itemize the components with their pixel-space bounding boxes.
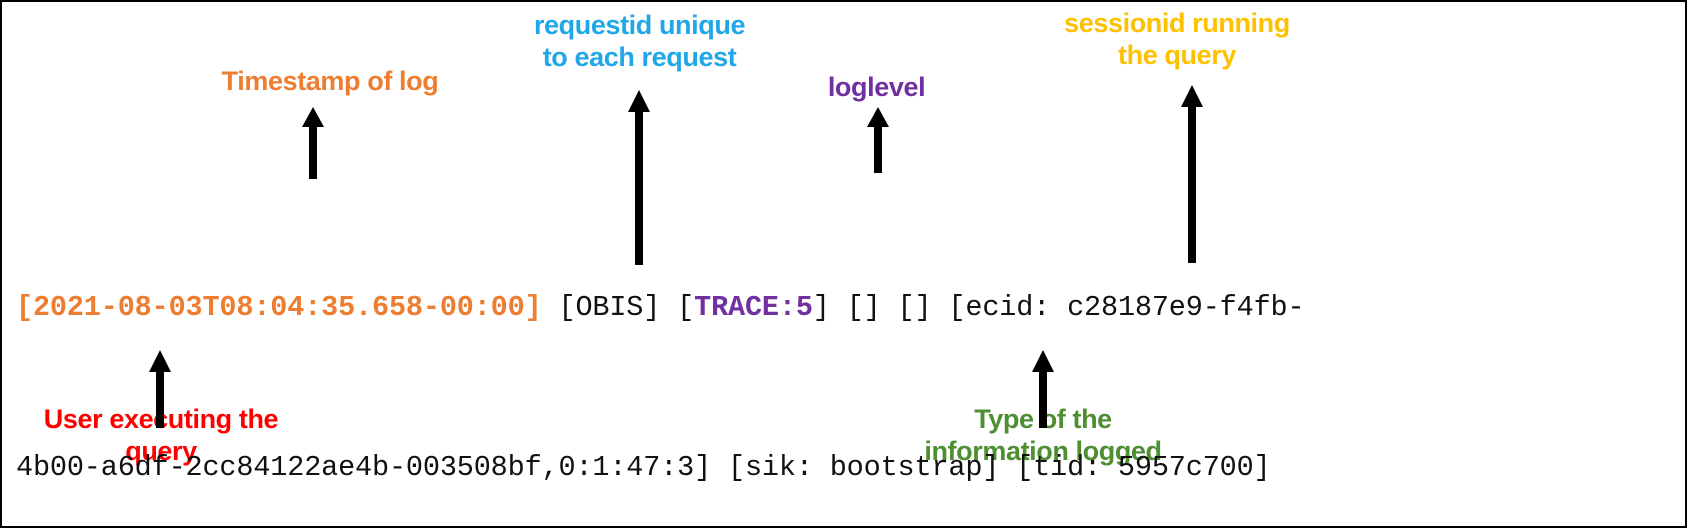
log-field-ecid-continued: 4b00-a6df-2cc84122ae4b-003508bf,0:1:47:3…: [16, 451, 1271, 484]
callout-label-loglevel: loglevel: [827, 72, 926, 102]
callout-label-username: User executing the query: [43, 404, 279, 466]
log-line1-mid: [OBIS] [: [541, 291, 695, 324]
callout-label-sessionid: sessionid running the query: [1064, 8, 1290, 70]
arrow-requestid-icon: [626, 90, 652, 265]
log-line1-tail: ] [] [] [ecid: c28187e9-f4fb-: [812, 291, 1305, 324]
log-line-2: 4b00-a6df-2cc84122ae4b-003508bf,0:1:47:3…: [16, 448, 1676, 488]
callout-label-logtype: Type of the information logged: [924, 404, 1162, 466]
arrow-logtype-icon: [1030, 350, 1056, 428]
arrow-loglevel-icon: [865, 107, 891, 173]
callout-label-timestamp: Timestamp of log: [221, 66, 439, 96]
log-field-loglevel: TRACE:5: [694, 291, 813, 324]
log-text-block: [2021-08-03T08:04:35.658-00:00] [OBIS] […: [16, 168, 1676, 526]
log-field-timestamp: [2021-08-03T08:04:35.658-00:00]: [16, 291, 542, 324]
arrow-sessionid-icon: [1179, 85, 1205, 263]
arrow-timestamp-icon: [300, 107, 326, 179]
callout-label-requestid: requestid unique to each request: [533, 10, 746, 72]
log-line-1: [2021-08-03T08:04:35.658-00:00] [OBIS] […: [16, 288, 1676, 328]
arrow-username-icon: [147, 350, 173, 428]
